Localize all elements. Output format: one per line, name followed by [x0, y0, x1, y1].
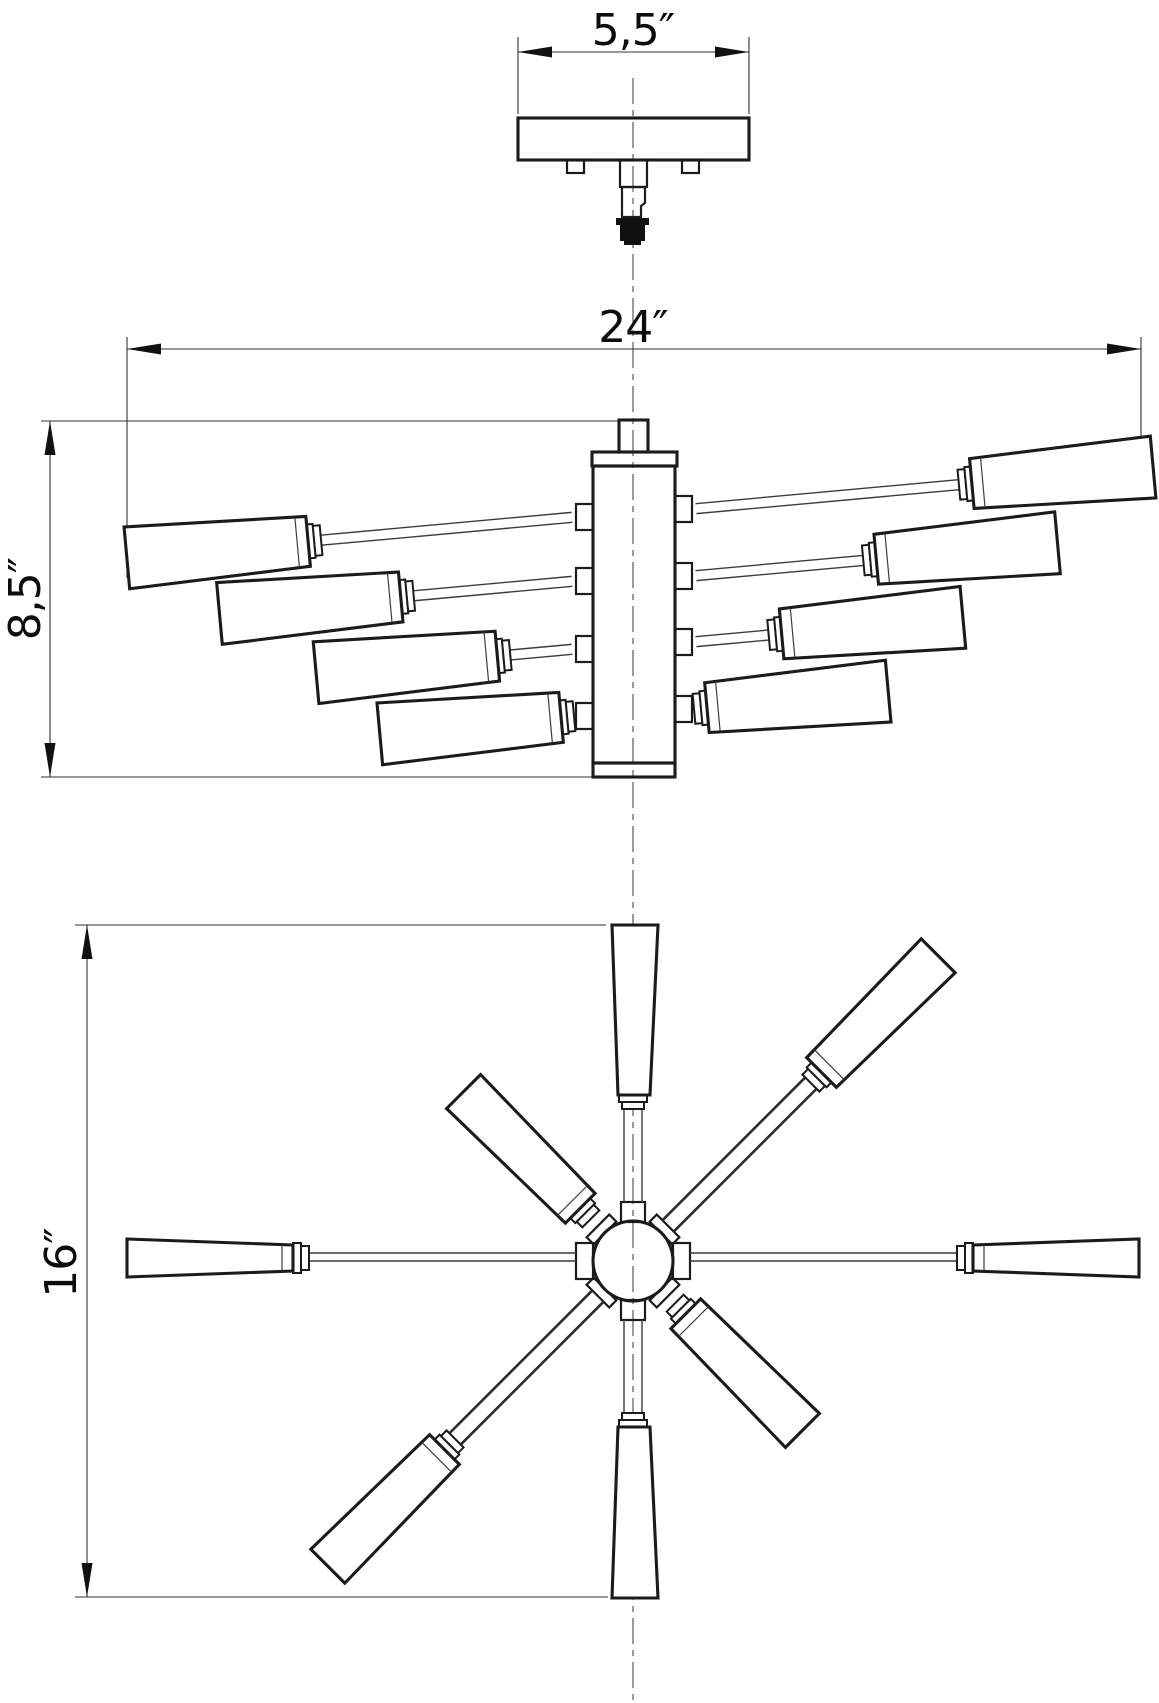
- socket-nut: [616, 218, 649, 245]
- arm-north-west: [444, 1072, 618, 1246]
- arm-left-3: [311, 629, 573, 706]
- hub-connector: [648, 1213, 681, 1246]
- arm-left-4: [375, 690, 577, 767]
- arm-east: [671, 1237, 1141, 1281]
- dim-arrow-top: [44, 421, 56, 455]
- arm-connector: [574, 701, 595, 731]
- arm-right-4: [691, 658, 893, 735]
- hub-connector: [619, 1200, 647, 1224]
- arm-west: [125, 1237, 595, 1281]
- arm-connector: [673, 561, 694, 591]
- arm-connector: [673, 694, 694, 724]
- hub-connector: [585, 1276, 618, 1309]
- dim-arrow-right: [715, 46, 749, 58]
- lamp-shade: [971, 1237, 1141, 1279]
- arm-right-1: [695, 434, 1158, 515]
- fixture-width-label: 24″: [598, 302, 668, 353]
- column-bottom-cap: [591, 761, 677, 779]
- fixture-side-view: 24″ 8,5″: [0, 302, 1158, 779]
- lamp-shade: [375, 690, 566, 767]
- arm-connector: [574, 634, 595, 664]
- lamp-shade: [967, 434, 1158, 511]
- mounting-tab-right: [680, 158, 701, 175]
- arm-south-east: [648, 1276, 822, 1450]
- plan-span-label: 16″: [36, 1228, 87, 1298]
- canopy-width-label: 5,5″: [592, 5, 675, 56]
- mounting-tab-left: [565, 158, 586, 175]
- stem-lower: [620, 185, 647, 219]
- fixture-height-dimension: 8,5″: [0, 420, 618, 778]
- lamp-shade: [125, 1237, 295, 1279]
- fixture-height-label: 8,5″: [0, 557, 51, 640]
- plan-span-dimension: 16″: [36, 924, 608, 1598]
- lamp-shade: [214, 570, 405, 647]
- dim-arrow-bottom: [81, 1563, 93, 1597]
- lamp-shade: [311, 629, 502, 706]
- arm-south: [610, 1298, 660, 1600]
- hub-connector: [585, 1213, 618, 1246]
- hub-connector: [619, 1298, 647, 1322]
- lamp-shade: [308, 1432, 462, 1586]
- lamp-shade: [668, 1296, 822, 1450]
- dim-arrow-left: [127, 343, 161, 355]
- arm-right-2: [695, 510, 1062, 586]
- arm-left-2: [214, 570, 573, 647]
- canopy-top-view: 5,5″: [516, 5, 751, 245]
- arm-right-3: [695, 584, 968, 661]
- dim-arrow-left: [518, 46, 552, 58]
- arm-connector: [574, 502, 595, 532]
- lamp-shade: [777, 584, 968, 661]
- fixture-plan-view: 16″: [36, 923, 1141, 1600]
- canopy-width-dimension: 5,5″: [517, 5, 750, 114]
- arm-connector: [673, 494, 694, 524]
- arm-connector: [673, 627, 694, 657]
- lamp-shade: [610, 923, 660, 1097]
- dim-arrow-top: [81, 925, 93, 959]
- arm-connector: [574, 566, 595, 596]
- lamp-shade: [122, 514, 313, 591]
- arm-left-1: [122, 511, 573, 591]
- hub-connector: [648, 1276, 681, 1309]
- arm-north-east: [648, 936, 958, 1246]
- lamp-shade: [804, 936, 958, 1090]
- center-column: [574, 418, 694, 779]
- lamp-shade: [872, 510, 1062, 586]
- arm-north: [610, 923, 660, 1224]
- fixture-width-dimension: 24″: [126, 302, 1142, 578]
- arm-south-west: [308, 1276, 618, 1586]
- lamp-shade: [702, 658, 893, 735]
- lamp-shade: [610, 1425, 660, 1600]
- dim-arrow-bottom: [44, 743, 56, 777]
- dim-arrow-right: [1107, 343, 1141, 355]
- lamp-shade: [444, 1072, 598, 1226]
